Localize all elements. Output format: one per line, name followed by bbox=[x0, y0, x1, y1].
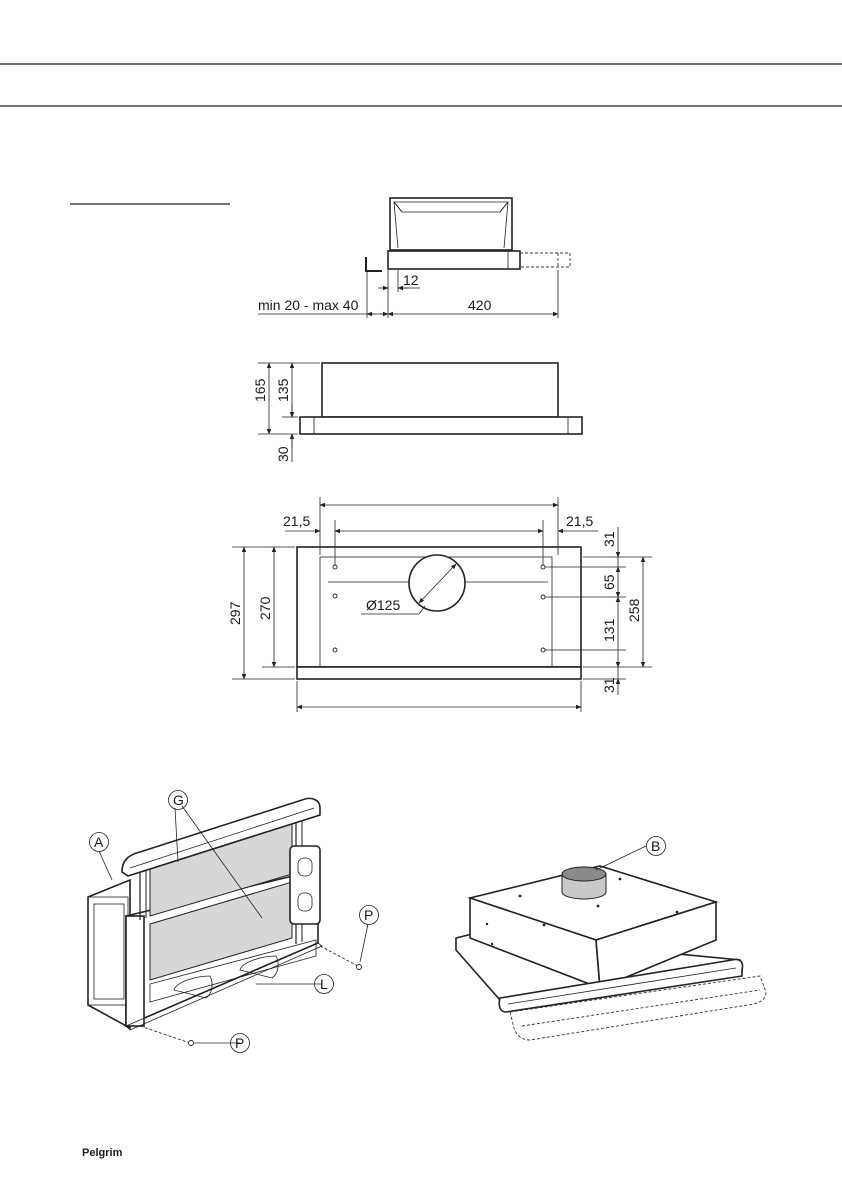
hood-top-perspective-drawing bbox=[456, 846, 766, 1040]
hood-front-perspective-drawing bbox=[88, 798, 368, 1045]
callout-p-upper-label: P bbox=[364, 907, 373, 923]
callout-g-label: G bbox=[173, 792, 184, 808]
dim-297-label: 297 bbox=[227, 601, 243, 625]
brand-logo-text: Pelgrim bbox=[82, 1147, 123, 1159]
dim-135-label: 135 bbox=[275, 378, 291, 402]
dim-270-label: 270 bbox=[257, 596, 273, 620]
dim-30-label: 30 bbox=[275, 446, 291, 462]
dim-21-5-right-label: 21,5 bbox=[566, 513, 593, 529]
callout-l-label: L bbox=[320, 976, 328, 992]
callout-b: B bbox=[647, 837, 666, 856]
dim-gap-label: min 20 - max 40 bbox=[258, 297, 359, 313]
dim-31-bottom-label: 31 bbox=[601, 677, 617, 693]
dim-31-top-label: 31 bbox=[601, 531, 617, 547]
dim-diameter-label: Ø125 bbox=[366, 597, 400, 613]
callout-g: G bbox=[169, 791, 188, 810]
bottom-view-drawing bbox=[232, 497, 652, 712]
callout-p-lower-label: P bbox=[235, 1035, 244, 1051]
callout-a-label: A bbox=[94, 834, 104, 850]
callout-b-label: B bbox=[651, 838, 660, 854]
dim-258-label: 258 bbox=[626, 598, 642, 622]
header-rules bbox=[0, 64, 842, 204]
dim-420-label: 420 bbox=[468, 297, 492, 313]
callout-a: A bbox=[90, 833, 109, 852]
dim-165-label: 165 bbox=[252, 378, 268, 402]
callout-p-upper: P bbox=[360, 906, 379, 925]
dim-131-label: 131 bbox=[601, 618, 617, 642]
dim-21-5-left-label: 21,5 bbox=[283, 513, 310, 529]
dim-65-label: 65 bbox=[601, 574, 617, 590]
side-view-drawing bbox=[258, 363, 582, 462]
dim-12-label: 12 bbox=[403, 272, 419, 288]
